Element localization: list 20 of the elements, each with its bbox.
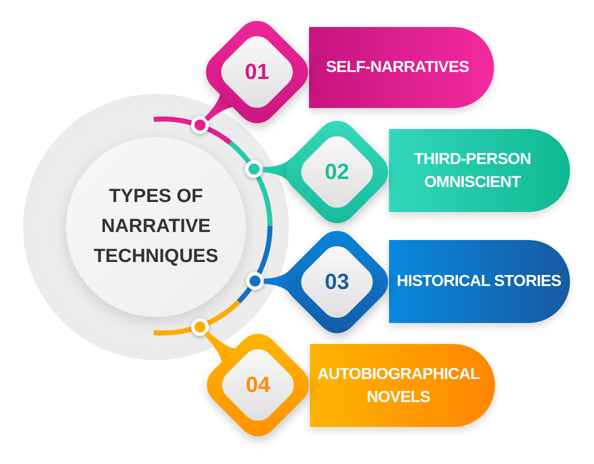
number-badge <box>285 120 389 224</box>
marker-dot <box>246 272 264 290</box>
step-number: 04 <box>245 372 271 398</box>
item-banner <box>310 344 495 427</box>
marker-dot <box>244 160 263 178</box>
step-number: 01 <box>244 59 270 85</box>
number-badge <box>285 230 389 334</box>
item-title: SELF-NARRATIVES <box>325 58 470 78</box>
item-banner <box>389 129 570 212</box>
item-title: HISTORICAL STORIES <box>396 272 562 292</box>
item-banner <box>389 240 570 323</box>
hub-title: TYPES OF NARRATIVE TECHNIQUES <box>93 185 219 269</box>
item-banner <box>309 27 494 108</box>
pointer-tail <box>264 268 292 294</box>
item-title: AUTOBIOGRAPHICAL NOVELS <box>316 364 480 408</box>
marker-dot <box>190 318 209 336</box>
step-number: 02 <box>324 159 350 185</box>
item-title: THIRD-PERSON OMNISCIENT <box>414 150 532 192</box>
marker-dot <box>190 116 209 134</box>
step-number: 03 <box>324 269 350 295</box>
